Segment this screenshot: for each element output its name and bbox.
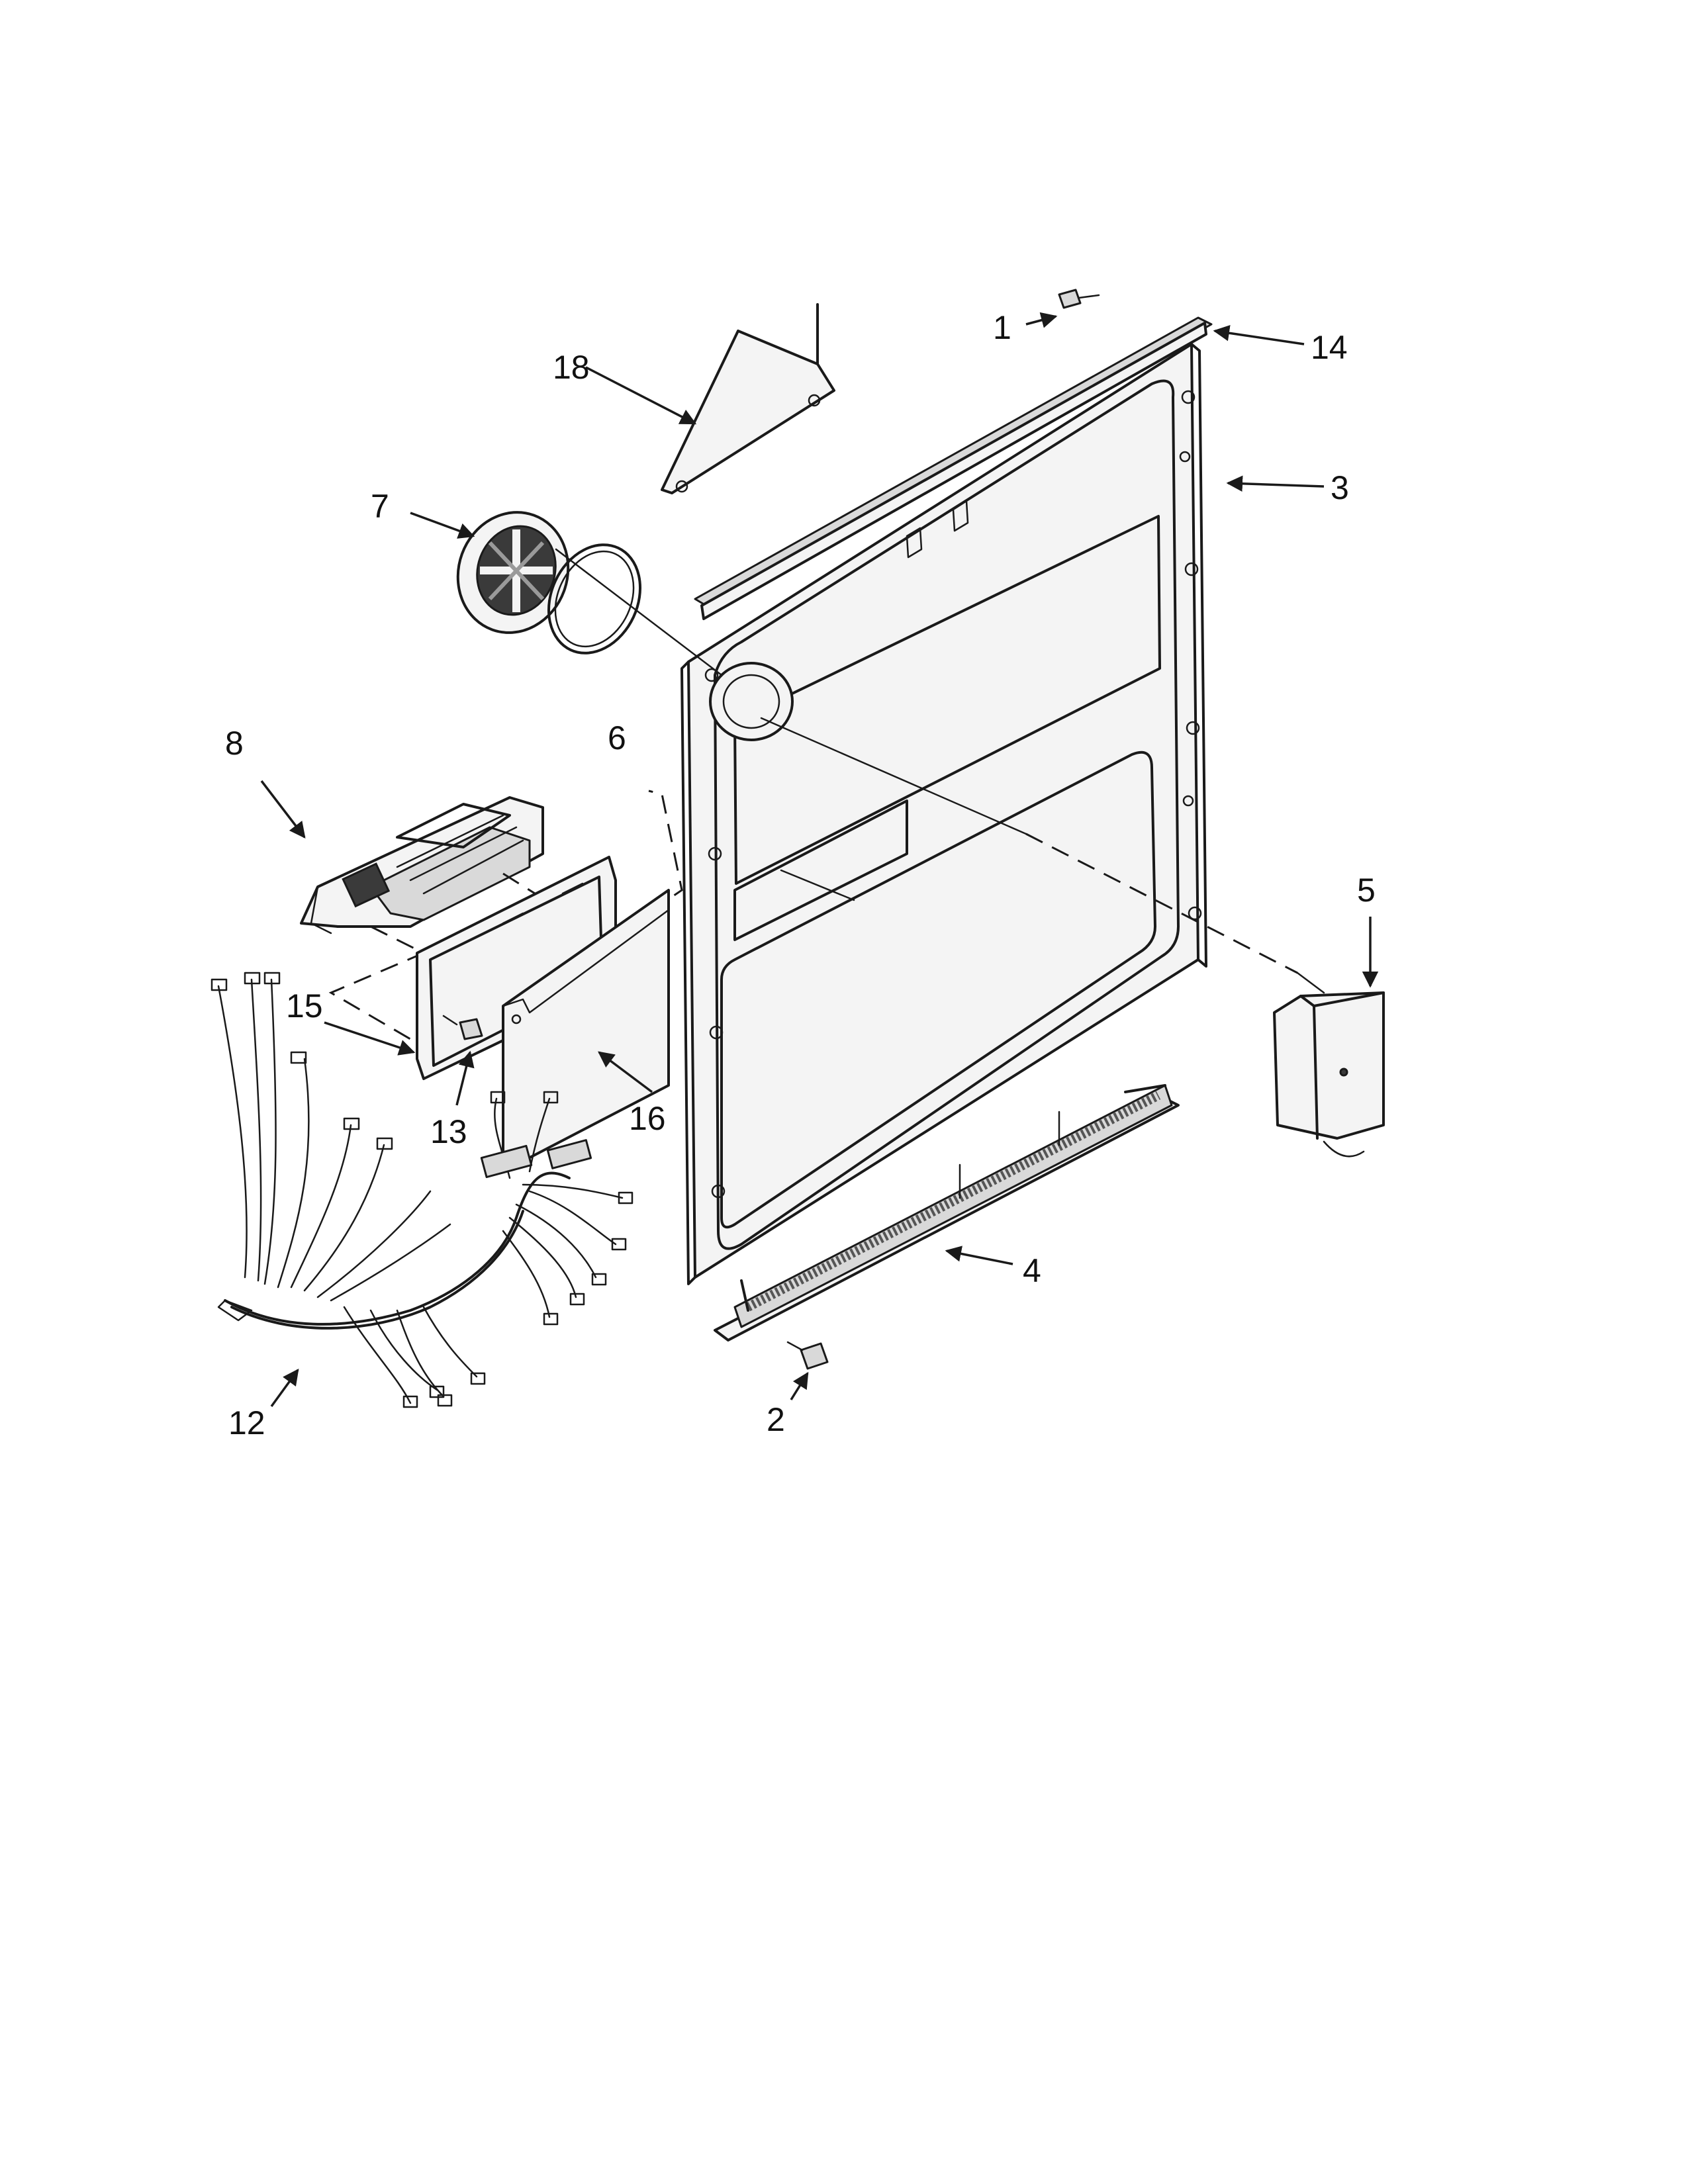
- inner-door-panel: [680, 343, 1207, 1285]
- vent-axis-dashed: [1025, 833, 1298, 974]
- screw-top: [1058, 289, 1100, 309]
- part-label-3: 3: [1331, 469, 1349, 506]
- module-guide-line-2: [328, 925, 426, 1040]
- module-guide-line: [502, 790, 683, 941]
- part-label-4: 4: [1023, 1252, 1041, 1289]
- part-label-5: 5: [1357, 872, 1376, 909]
- part-label-12: 12: [228, 1404, 265, 1441]
- vent: [456, 511, 570, 634]
- vent-axis-line-3: [1296, 972, 1325, 994]
- part-label-15: 15: [286, 987, 323, 1024]
- air-duct: [1273, 991, 1385, 1158]
- bracket: [661, 303, 835, 494]
- part-label-6: 6: [608, 719, 626, 756]
- bottom-trim: [714, 1084, 1180, 1342]
- part-label-1: 1: [993, 309, 1011, 346]
- part-label-13: 13: [430, 1113, 467, 1150]
- top-channel: [694, 316, 1213, 620]
- part-label-7: 7: [371, 488, 389, 525]
- part-label-18: 18: [553, 349, 590, 386]
- vent-axis-line: [555, 548, 723, 676]
- screw-board: [442, 1015, 483, 1040]
- part-label-14: 14: [1311, 329, 1348, 366]
- part-label-8: 8: [225, 725, 244, 762]
- wire-harness: [211, 972, 633, 1408]
- leader-lines: [260, 312, 1379, 1408]
- control-module: [300, 796, 544, 934]
- part-label-16: 16: [629, 1100, 666, 1137]
- gasket-ring: [547, 543, 641, 655]
- part-label-2: 2: [767, 1401, 785, 1438]
- vent-axis-line-2: [760, 717, 1027, 835]
- screw-bottom: [786, 1341, 829, 1370]
